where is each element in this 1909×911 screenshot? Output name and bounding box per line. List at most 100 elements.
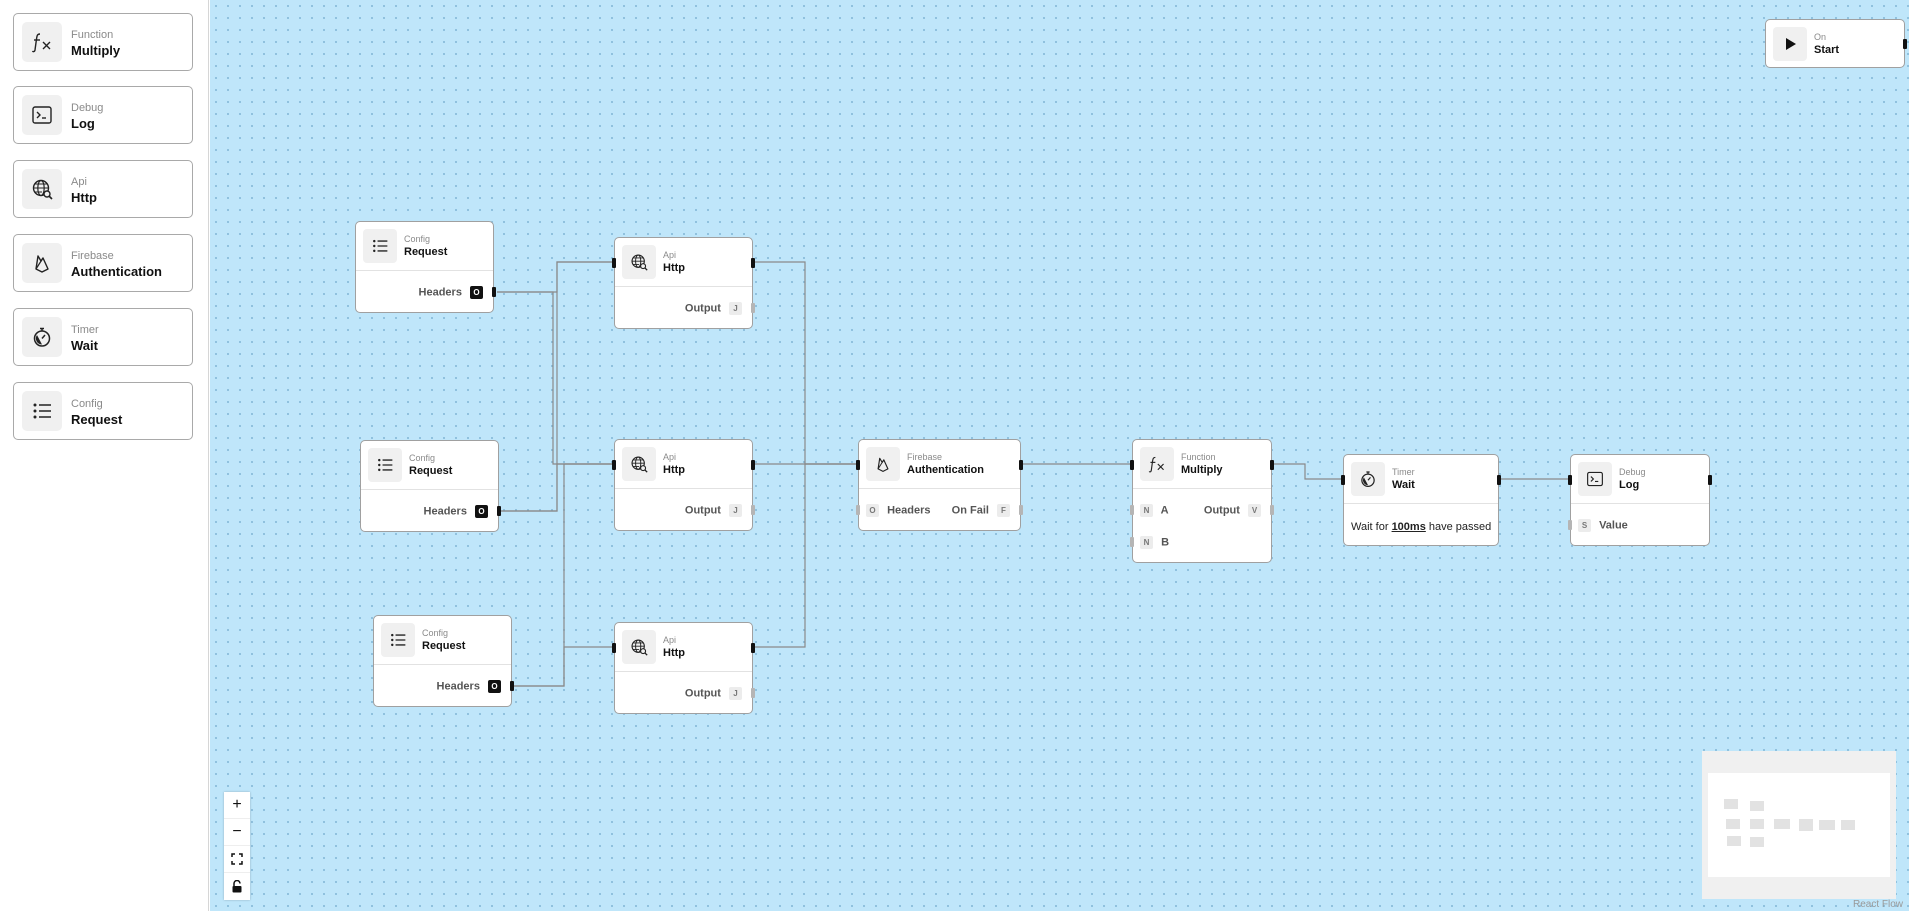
firebase-icon xyxy=(866,447,900,481)
palette-item-multiply[interactable]: Function Multiply xyxy=(13,13,193,71)
node-title: Request xyxy=(404,246,448,258)
wait-duration[interactable]: 100ms xyxy=(1391,521,1426,533)
node-category: Api xyxy=(663,452,677,462)
type-badge: N xyxy=(1140,504,1153,517)
node-category: On xyxy=(1814,32,1827,42)
palette-item-title: Http xyxy=(71,190,97,205)
minimap-node xyxy=(1724,799,1738,809)
terminal-icon xyxy=(1578,462,1612,496)
node-category: Timer xyxy=(1392,467,1415,477)
palette-item-category: Firebase xyxy=(71,250,114,262)
node-title: Multiply xyxy=(1181,464,1223,476)
palette-item-title: Authentication xyxy=(71,264,162,279)
list-icon xyxy=(368,448,402,482)
palette-item-log[interactable]: Debug Log xyxy=(13,86,193,144)
output-label: Headers xyxy=(423,505,467,518)
play-icon xyxy=(1773,27,1807,61)
function-icon xyxy=(22,22,62,62)
output-handle[interactable] xyxy=(1270,505,1274,515)
node-function-multiply[interactable]: Function Multiply N A N B Output V xyxy=(1130,439,1274,563)
minimap[interactable] xyxy=(1702,751,1896,899)
trigger-output-handle[interactable] xyxy=(1497,475,1501,485)
node-api-http-2[interactable]: Api Http Output J xyxy=(612,439,755,531)
globe-search-icon xyxy=(622,447,656,481)
type-badge: J xyxy=(729,504,742,517)
zoom-out-button[interactable]: − xyxy=(224,819,250,846)
node-title: Log xyxy=(1619,479,1640,491)
flow-canvas[interactable]: On Start Config Request Headers O Config… xyxy=(210,0,1909,911)
node-header: Debug Log xyxy=(1571,455,1709,504)
input-handle[interactable] xyxy=(612,258,616,268)
node-title: Http xyxy=(663,262,685,274)
node-config-request-2[interactable]: Config Request Headers O xyxy=(360,440,501,532)
lock-button[interactable] xyxy=(224,873,250,900)
node-firebase-authentication[interactable]: Firebase Authentication O Headers On Fai… xyxy=(856,439,1023,531)
zoom-in-button[interactable]: + xyxy=(224,792,250,819)
node-category: Config xyxy=(422,628,449,638)
node-on-start[interactable]: On Start xyxy=(1765,19,1907,68)
input-handle[interactable] xyxy=(612,460,616,470)
on-fail-output-handle[interactable] xyxy=(1019,505,1023,515)
wait-description: Wait for 100ms have passed xyxy=(1351,521,1491,533)
input-handle[interactable] xyxy=(612,643,616,653)
trigger-output-handle[interactable] xyxy=(751,258,755,268)
node-title: Request xyxy=(422,640,466,652)
output-label: Output xyxy=(684,504,721,517)
node-title: Request xyxy=(409,465,453,477)
canvas-controls: + − xyxy=(224,792,250,900)
palette-item-title: Wait xyxy=(71,338,98,353)
type-badge: J xyxy=(729,302,742,315)
input-handle[interactable] xyxy=(1130,460,1134,470)
list-icon xyxy=(381,623,415,657)
minimap-node xyxy=(1727,836,1741,846)
trigger-output-handle[interactable] xyxy=(1019,460,1023,470)
output-handle[interactable] xyxy=(1903,39,1907,49)
palette-item-authentication[interactable]: Firebase Authentication xyxy=(13,234,193,292)
headers-input-handle[interactable] xyxy=(856,505,860,515)
input-handle[interactable] xyxy=(856,460,860,470)
minimap-node xyxy=(1750,837,1764,847)
minimap-viewport xyxy=(1708,773,1890,877)
trigger-output-handle[interactable] xyxy=(751,643,755,653)
trigger-output-handle[interactable] xyxy=(1708,475,1712,485)
output-handle[interactable] xyxy=(751,505,755,515)
node-title: Authentication xyxy=(907,464,984,476)
node-api-http-1[interactable]: Api Http Output J xyxy=(612,237,755,329)
node-debug-log[interactable]: Debug Log S Value xyxy=(1568,454,1712,546)
node-category: Function xyxy=(1181,452,1216,462)
output-label: Output xyxy=(684,302,721,315)
edge-request2-http2 xyxy=(501,463,612,512)
node-header: Api Http xyxy=(615,440,752,489)
edge-http1-auth xyxy=(755,261,856,465)
output-handle[interactable] xyxy=(751,688,755,698)
palette-item-request[interactable]: Config Request xyxy=(13,382,193,440)
fit-view-button[interactable] xyxy=(224,846,250,873)
node-header: Api Http xyxy=(615,238,752,287)
value-input-handle[interactable] xyxy=(1568,520,1572,530)
palette-item-wait[interactable]: Timer Wait xyxy=(13,308,193,366)
b-input-handle[interactable] xyxy=(1130,537,1134,547)
palette-item-category: Api xyxy=(71,176,87,188)
output-row: Output J xyxy=(685,302,742,315)
palette-item-title: Log xyxy=(71,116,95,131)
input-handle[interactable] xyxy=(1568,475,1572,485)
palette-item-http[interactable]: Api Http xyxy=(13,160,193,218)
output-handle[interactable] xyxy=(492,287,496,297)
trigger-output-handle[interactable] xyxy=(751,460,755,470)
output-handle[interactable] xyxy=(510,681,514,691)
trigger-output-handle[interactable] xyxy=(1270,460,1274,470)
node-category: Config xyxy=(404,234,431,244)
node-config-request-1[interactable]: Config Request Headers O xyxy=(355,221,496,313)
node-header: Timer Wait xyxy=(1344,455,1498,504)
type-badge: J xyxy=(729,687,742,700)
node-timer-wait[interactable]: Timer Wait Wait for 100ms have passed xyxy=(1341,454,1501,546)
node-config-request-3[interactable]: Config Request Headers O xyxy=(373,615,514,707)
output-handle[interactable] xyxy=(497,506,501,516)
palette-item-title: Multiply xyxy=(71,43,121,58)
minimap-node xyxy=(1799,819,1813,831)
input-handle[interactable] xyxy=(1341,475,1345,485)
node-api-http-3[interactable]: Api Http Output J xyxy=(612,622,755,714)
react-flow-attribution[interactable]: React Flow xyxy=(1852,899,1903,910)
output-handle[interactable] xyxy=(751,303,755,313)
a-input-handle[interactable] xyxy=(1130,505,1134,515)
